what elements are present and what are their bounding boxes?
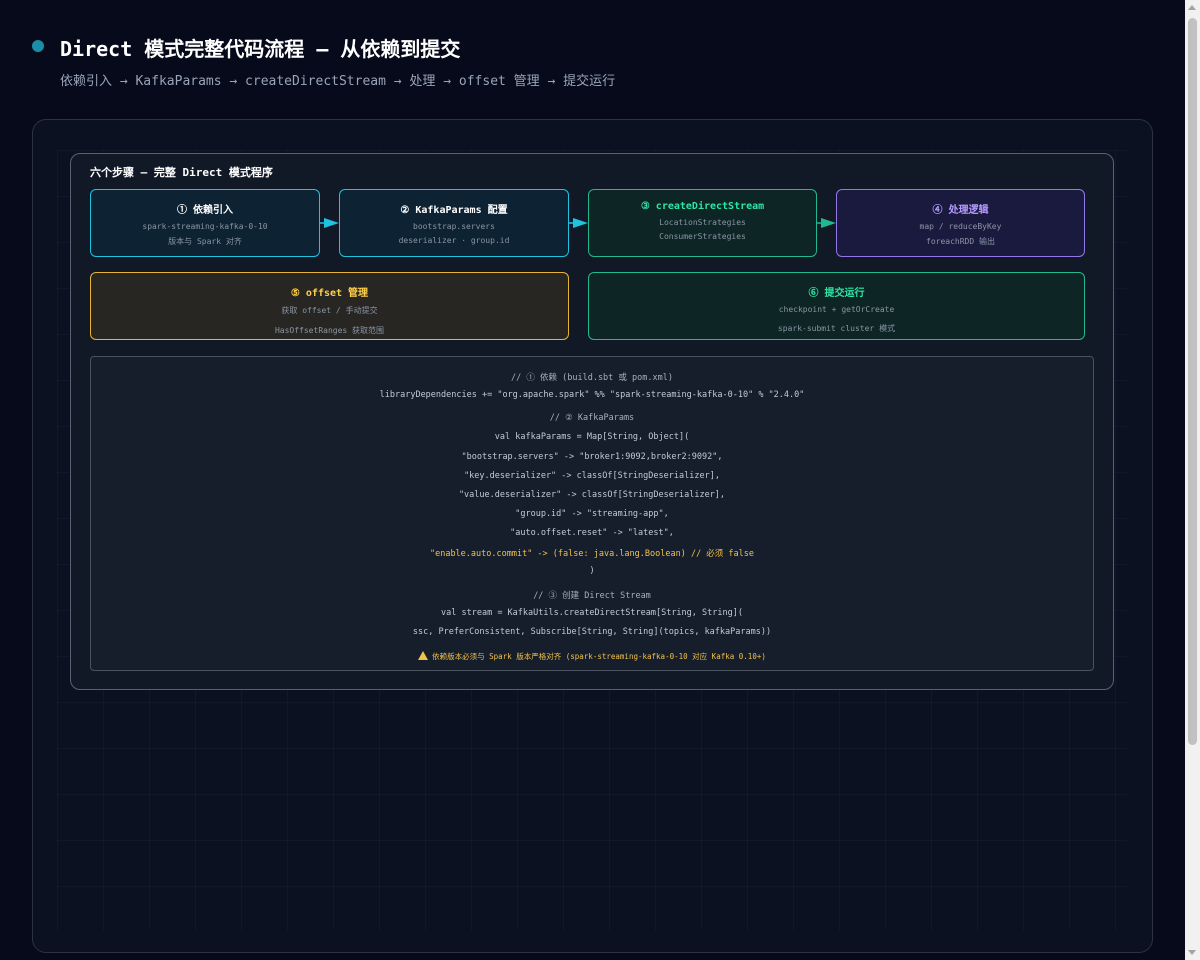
warning-note: 依赖版本必须与 Spark 版本严格对齐 (spark-streaming-ka…	[91, 651, 1093, 662]
scrollbar-thumb[interactable]	[1188, 18, 1197, 745]
code-line: "key.deserializer" -> classOf[StringDese…	[464, 471, 720, 481]
step-detail: HasOffsetRanges 获取范围	[274, 326, 385, 335]
code-line: "value.deserializer" -> classOf[StringDe…	[458, 490, 726, 500]
code-block: // ① 依赖 (build.sbt 或 pom.xml) libraryDep…	[90, 356, 1094, 671]
step-title: ② KafkaParams 配置	[400, 205, 508, 216]
code-comment: // ③ 创建 Direct Stream	[533, 591, 651, 601]
code-comment: // ② KafkaParams	[549, 413, 635, 423]
warning-text: 依赖版本必须与 Spark 版本严格对齐 (spark-streaming-ka…	[432, 652, 766, 661]
step-offset-management: ⑤ offset 管理 获取 offset / 手动提交 HasOffsetRa…	[90, 272, 569, 340]
step-title: ⑤ offset 管理	[290, 288, 369, 299]
page-subtitle: 依赖引入 → KafkaParams → createDirectStream …	[60, 74, 616, 89]
step-title: ① 依赖引入	[176, 205, 234, 216]
code-line: ssc, PreferConsistent, Subscribe[String,…	[412, 627, 772, 637]
step-title: ③ createDirectStream	[640, 201, 765, 212]
step-submit: ⑥ 提交运行 checkpoint + getOrCreate spark-su…	[588, 272, 1085, 340]
step-title: ④ 处理逻辑	[932, 205, 989, 216]
code-line: "group.id" -> "streaming-app",	[515, 509, 669, 519]
diagram-title: 六个步骤 — 完整 Direct 模式程序	[90, 166, 273, 179]
warning-icon	[418, 651, 429, 660]
step-detail: deserializer · group.id	[398, 236, 510, 245]
code-line: )	[589, 566, 595, 576]
code-line: libraryDependencies += "org.apache.spark…	[379, 390, 805, 400]
code-line: "bootstrap.servers" -> "broker1:9092,bro…	[461, 452, 723, 462]
step-detail: bootstrap.servers	[413, 222, 495, 231]
step-detail: foreachRDD 输出	[926, 237, 995, 246]
page-title: Direct 模式完整代码流程 — 从依赖到提交	[60, 37, 461, 61]
code-line: "auto.offset.reset" -> "latest",	[510, 528, 674, 538]
step-title: ⑥ 提交运行	[808, 288, 865, 299]
step-processing: ④ 处理逻辑 map / reduceByKey foreachRDD 输出	[836, 189, 1085, 257]
vertical-scrollbar[interactable]	[1185, 0, 1200, 960]
step-detail: map / reduceByKey	[919, 222, 1002, 231]
step-kafka-params: ② KafkaParams 配置 bootstrap.servers deser…	[339, 189, 569, 257]
step-create-direct-stream: ③ createDirectStream LocationStrategies …	[588, 189, 817, 257]
step-detail: LocationStrategies	[659, 218, 746, 227]
code-comment: // ① 依赖 (build.sbt 或 pom.xml)	[511, 373, 673, 383]
step-detail: spark-streaming-kafka-0-10	[142, 222, 268, 231]
step-detail: checkpoint + getOrCreate	[778, 305, 895, 314]
step-detail: 获取 offset / 手动提交	[281, 306, 378, 315]
scroll-down-arrow-icon[interactable]	[1188, 950, 1196, 955]
scroll-up-arrow-icon[interactable]	[1188, 5, 1196, 10]
code-line-highlight: "enable.auto.commit" -> (false: java.lan…	[429, 549, 755, 559]
step-detail: ConsumerStrategies	[659, 232, 746, 241]
title-bullet	[32, 40, 44, 52]
code-line: val stream = KafkaUtils.createDirectStre…	[441, 608, 743, 618]
step-detail: spark-submit cluster 模式	[777, 324, 896, 333]
code-line: val kafkaParams = Map[String, Object](	[494, 432, 690, 442]
step-dependency: ① 依赖引入 spark-streaming-kafka-0-10 版本与 Sp…	[90, 189, 320, 257]
step-detail: 版本与 Spark 对齐	[168, 237, 242, 246]
